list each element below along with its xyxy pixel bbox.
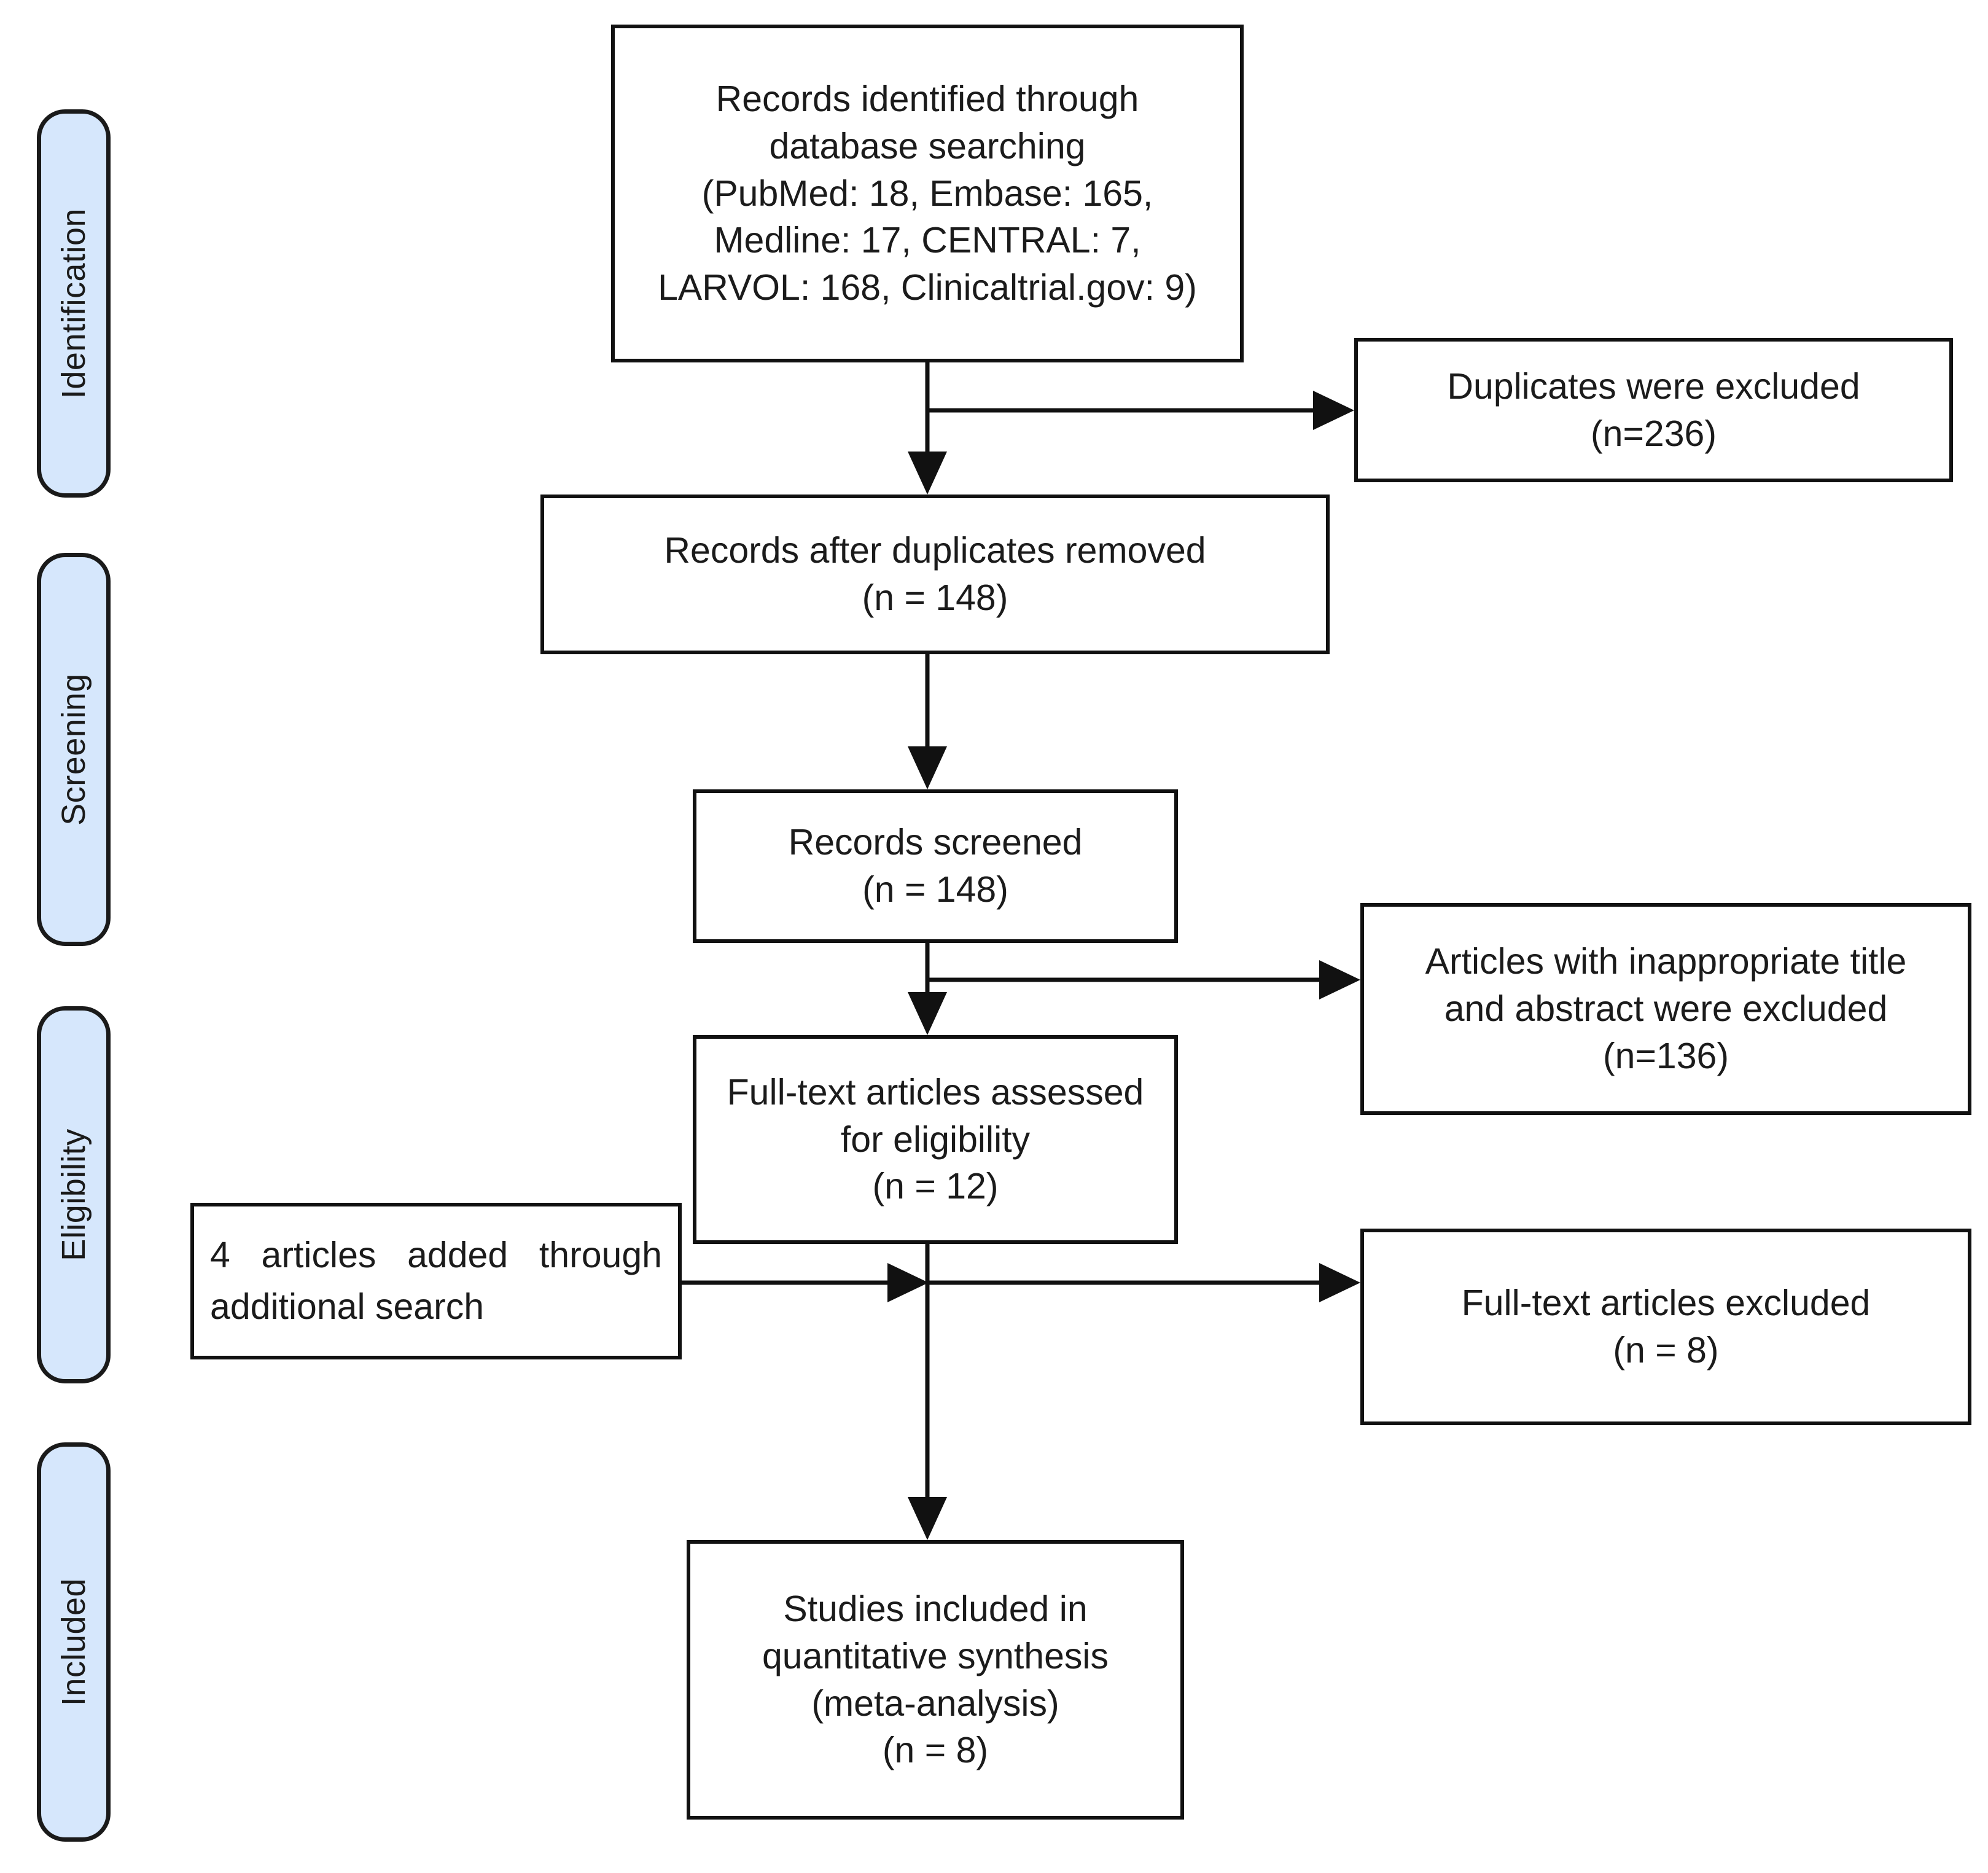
stage-label-included-text: Included (55, 1578, 93, 1707)
box-records-identified: Records identified through database sear… (611, 25, 1244, 362)
stage-label-screening-text: Screening (55, 673, 93, 826)
stage-label-screening: Screening (37, 553, 111, 946)
box-fulltext-excluded-text: Full-text articles excluded (n = 8) (1461, 1283, 1871, 1371)
arrowhead-down-to-studies-included (908, 1497, 947, 1540)
arrowhead-right-to-duplicates-excluded (1313, 391, 1354, 430)
box-duplicates-excluded-text: Duplicates were excluded (n=236) (1447, 366, 1860, 454)
box-fulltext-excluded: Full-text articles excluded (n = 8) (1360, 1229, 1971, 1425)
stage-label-eligibility-text: Eligibility (55, 1128, 93, 1261)
box-records-after-duplicates-text: Records after duplicates removed (n = 14… (664, 530, 1206, 618)
stage-label-eligibility: Eligibility (37, 1006, 111, 1383)
arrowhead-down-to-records-screened (908, 746, 947, 789)
box-additional-search-text: 4 articles added through additional sear… (210, 1234, 662, 1327)
box-duplicates-excluded: Duplicates were excluded (n=236) (1354, 338, 1953, 482)
box-records-screened-text: Records screened (n = 148) (788, 822, 1083, 910)
box-studies-included-text: Studies included in quantitative synthes… (762, 1589, 1109, 1771)
box-records-after-duplicates: Records after duplicates removed (n = 14… (540, 495, 1330, 654)
arrowhead-right-to-inappropriate-excluded (1319, 960, 1360, 999)
box-studies-included: Studies included in quantitative synthes… (687, 1540, 1184, 1820)
stage-label-included: Included (37, 1442, 111, 1842)
box-records-screened: Records screened (n = 148) (693, 789, 1178, 943)
box-additional-search: 4 articles added through additional sear… (190, 1203, 682, 1359)
box-inappropriate-excluded: Articles with inappropriate title and ab… (1360, 903, 1971, 1115)
stage-label-identification-text: Identification (55, 208, 93, 399)
stage-label-identification: Identification (37, 109, 111, 498)
box-records-identified-text: Records identified through database sear… (658, 79, 1197, 308)
arrowhead-down-to-fulltext-assessed (908, 992, 947, 1035)
box-fulltext-assessed-text: Full-text articles assessed for eligibil… (727, 1071, 1144, 1207)
arrowhead-right-to-fulltext-excluded (1319, 1263, 1360, 1302)
arrowhead-down-to-after-duplicates (908, 452, 947, 495)
arrowhead-right-to-trunk (887, 1263, 929, 1302)
box-inappropriate-excluded-text: Articles with inappropriate title and ab… (1425, 941, 1907, 1076)
box-fulltext-assessed: Full-text articles assessed for eligibil… (693, 1035, 1178, 1244)
